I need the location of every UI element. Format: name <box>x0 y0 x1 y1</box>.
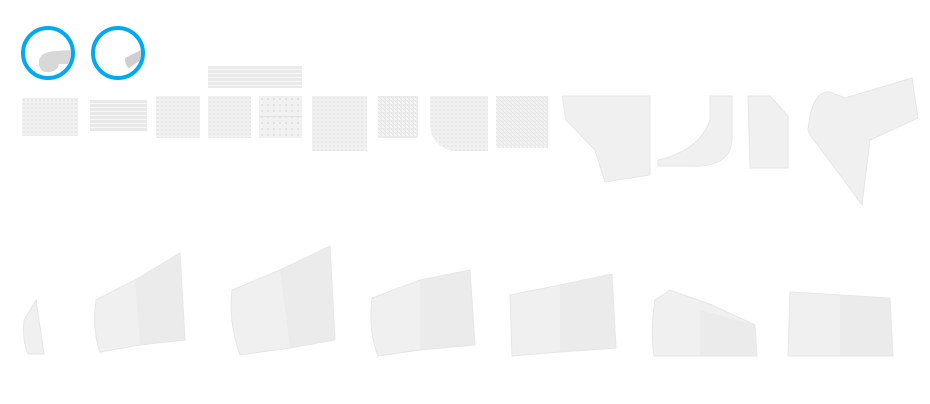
ledge-profile-round-icon[interactable] <box>21 26 75 80</box>
corner-wrap-sprite <box>561 95 651 183</box>
fold-sprite <box>807 77 919 207</box>
diagonal-tile <box>378 96 418 138</box>
curve-sprite <box>657 95 733 167</box>
ledge-profile-bevel-icon[interactable] <box>91 26 145 80</box>
tile-pair <box>259 96 302 138</box>
texture-tile <box>312 96 367 151</box>
trim-strip-tile <box>208 66 302 88</box>
molding-tile <box>90 100 147 131</box>
corner-tile <box>430 96 488 151</box>
texture-tile <box>22 98 78 136</box>
arc-sprite <box>23 298 45 355</box>
diagonal-tile <box>496 96 548 148</box>
panel-sprite <box>747 95 789 169</box>
texture-tile <box>156 96 200 138</box>
texture-tile <box>208 96 251 138</box>
